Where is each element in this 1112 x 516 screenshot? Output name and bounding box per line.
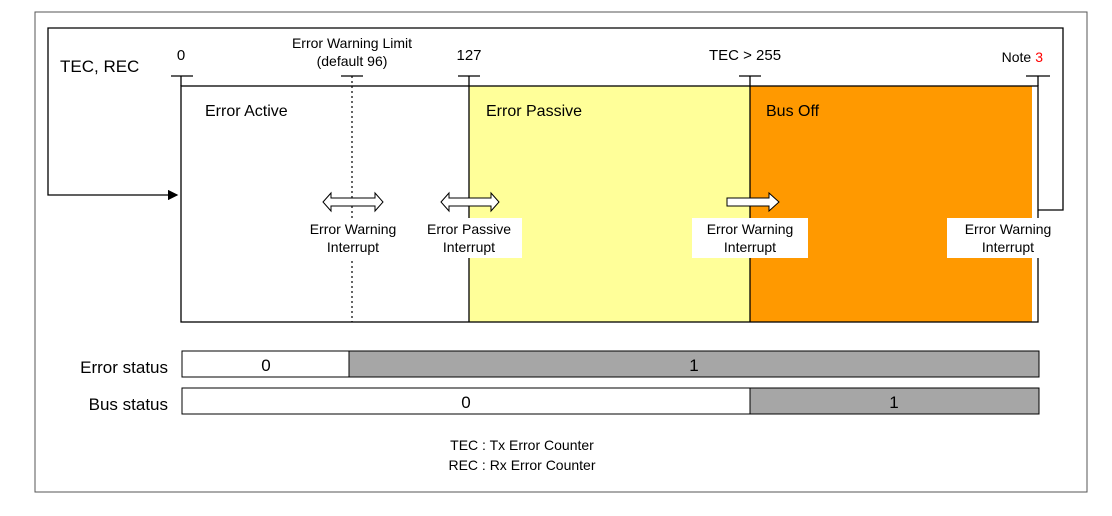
interrupt-label-passive-a: Error Passive bbox=[427, 221, 511, 237]
interrupt-label-warning-2a: Error Warning bbox=[707, 221, 794, 237]
error-status-label: Error status bbox=[80, 358, 168, 377]
interrupt-label-warning-3b: Interrupt bbox=[982, 239, 1034, 255]
interrupt-label-warning-2b: Interrupt bbox=[724, 239, 776, 255]
error-passive-region bbox=[469, 86, 750, 322]
interrupt-label-warning-1b: Interrupt bbox=[327, 239, 379, 255]
bus-status-value-1: 1 bbox=[889, 393, 898, 412]
legend-rec: REC : Rx Error Counter bbox=[448, 457, 595, 473]
note-prefix: Note bbox=[1002, 49, 1032, 65]
tick-label-tec-255: TEC > 255 bbox=[709, 47, 781, 64]
interrupt-label-bg-4 bbox=[947, 218, 1067, 258]
interrupt-label-warning-3a: Error Warning bbox=[965, 221, 1052, 237]
region-label-error-passive: Error Passive bbox=[486, 103, 582, 120]
tick-label-warning-limit: Error Warning Limit bbox=[292, 35, 412, 51]
bus-status-label: Bus status bbox=[89, 395, 168, 414]
bidirectional-arrow-passive bbox=[440, 191, 500, 213]
note-number: 3 bbox=[1035, 49, 1043, 65]
interrupt-label-bg-3 bbox=[692, 218, 808, 258]
outer-frame bbox=[34, 11, 1088, 493]
counter-box bbox=[180, 85, 1039, 323]
tick-label-0: 0 bbox=[177, 47, 185, 64]
bus-off-region bbox=[750, 86, 1032, 322]
bus-status-value-0: 0 bbox=[461, 393, 470, 412]
bidirectional-arrow-warning bbox=[322, 191, 384, 213]
error-status-cell-0 bbox=[181, 350, 350, 378]
error-status-cell-1 bbox=[348, 350, 1040, 378]
tick-marks bbox=[171, 75, 1050, 86]
axis-label: TEC, REC bbox=[60, 57, 139, 76]
bus-status-cell-1 bbox=[749, 387, 1040, 415]
bus-status-cell-0 bbox=[181, 387, 751, 415]
error-status-value-1: 1 bbox=[689, 356, 698, 375]
error-status-value-0: 0 bbox=[261, 356, 270, 375]
interrupt-label-bg-1 bbox=[300, 218, 406, 258]
tick-label-warning-default: (default 96) bbox=[317, 53, 388, 69]
interrupt-label-passive-b: Interrupt bbox=[443, 239, 495, 255]
region-label-bus-off: Bus Off bbox=[766, 103, 820, 120]
interrupt-label-warning-1a: Error Warning bbox=[310, 221, 397, 237]
tick-label-127: 127 bbox=[456, 47, 481, 64]
reset-feedback-arrow bbox=[47, 27, 1064, 211]
legend-tec: TEC : Tx Error Counter bbox=[450, 437, 594, 453]
interrupt-label-bg-2 bbox=[416, 218, 522, 258]
right-arrow-busoff bbox=[726, 191, 780, 213]
region-label-error-active: Error Active bbox=[205, 103, 288, 120]
